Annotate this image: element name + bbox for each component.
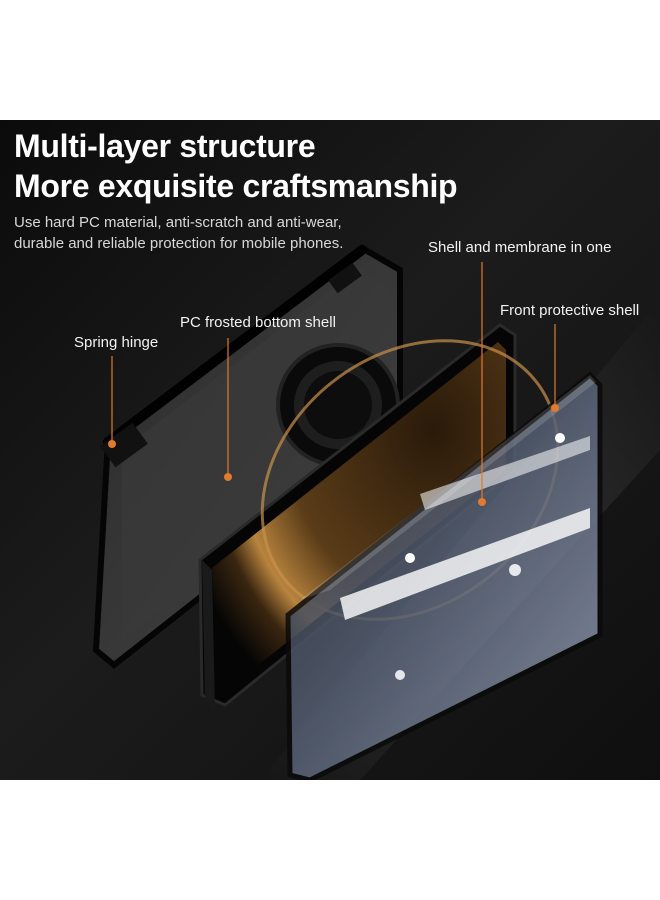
callout-shell-membrane: Shell and membrane in one (428, 239, 612, 256)
callout-markers (108, 262, 559, 506)
phone-case-illustration (0, 120, 660, 780)
callout-spring-hinge: Spring hinge (74, 334, 159, 351)
marker-shell-membrane (478, 498, 486, 506)
marker-front-shell (551, 404, 559, 412)
subtitle-line-1: Use hard PC material, anti-scratch and a… (14, 214, 342, 231)
marker-spring-hinge (108, 440, 116, 448)
phone (198, 323, 560, 710)
headline-line-2: More exquisite craftsmanship (14, 168, 458, 204)
front-glass-shell (285, 371, 603, 780)
callout-pc-bottom-shell: PC frosted bottom shell (180, 314, 336, 331)
glass-reflection (340, 508, 590, 620)
subtitle-line-2: durable and reliable protection for mobi… (14, 235, 344, 252)
marker-pc-bottom (224, 473, 232, 481)
headline-line-1: Multi-layer structure (14, 128, 316, 164)
hinge-block (100, 422, 148, 468)
product-poster: Multi-layer structure More exquisite cra… (0, 120, 660, 780)
back-shell (92, 244, 403, 669)
callout-front-shell: Front protective shell (500, 302, 640, 319)
subtitle: Use hard PC material, anti-scratch and a… (14, 212, 343, 254)
